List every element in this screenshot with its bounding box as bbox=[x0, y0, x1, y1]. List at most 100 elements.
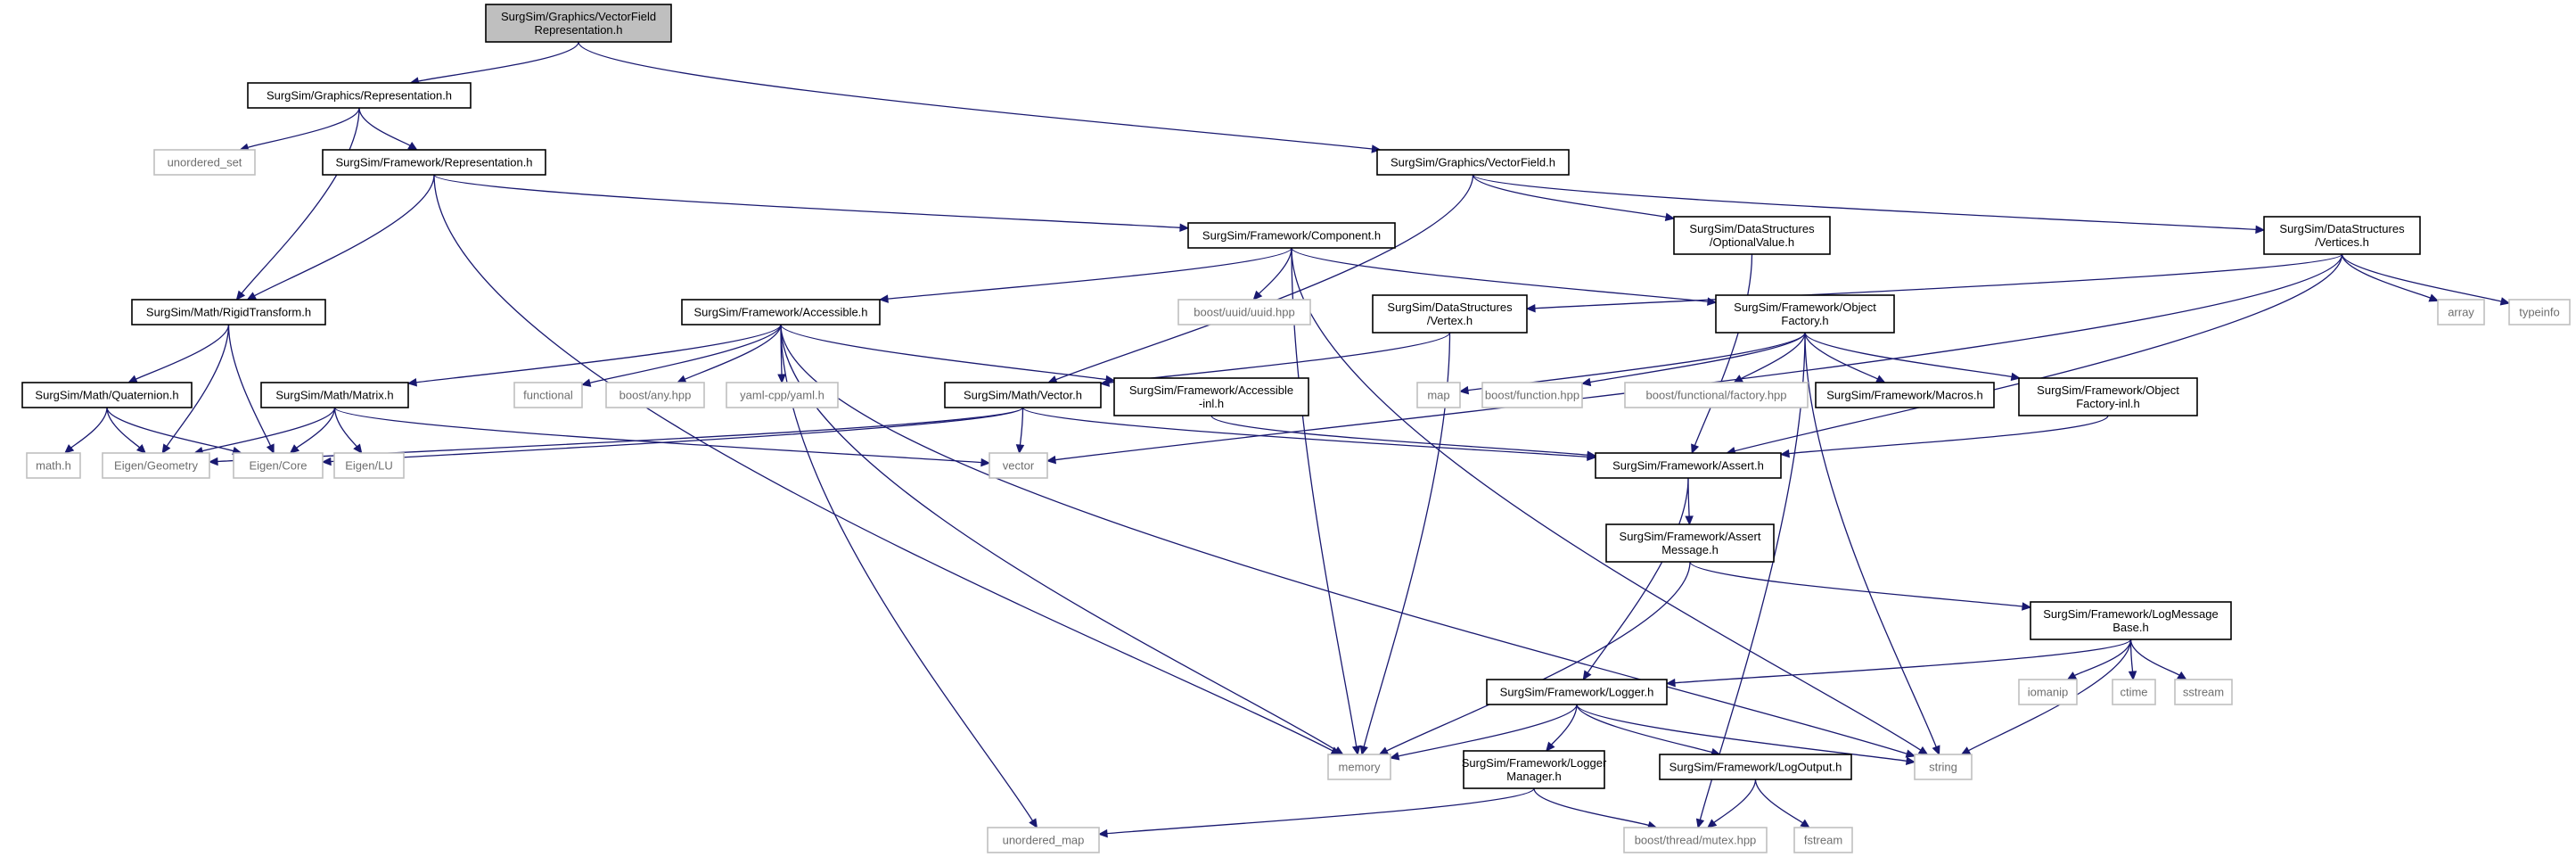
edge-accessible-to-functional bbox=[580, 324, 782, 387]
edge-objfactory-to-macros bbox=[1804, 332, 1886, 383]
node-label: SurgSim/Framework/LogMessage bbox=[2043, 607, 2219, 621]
node-label: unordered_set bbox=[168, 156, 242, 169]
node-box bbox=[1673, 216, 1831, 255]
node-label: boost/any.hpp bbox=[619, 389, 692, 402]
node-label: functional bbox=[523, 389, 573, 402]
node-label: SurgSim/DataStructures bbox=[1689, 222, 1815, 235]
node-mutex: boost/thread/mutex.hpp bbox=[1623, 827, 1768, 853]
node-assert[interactable]: SurgSim/Framework/Assert.h bbox=[1595, 452, 1782, 479]
node-vector: vector bbox=[989, 452, 1048, 479]
node-bfunction: boost/function.hpp bbox=[1481, 382, 1583, 408]
node-root[interactable]: SurgSim/Graphics/VectorFieldRepresentati… bbox=[485, 4, 672, 43]
node-label: string bbox=[1929, 761, 1957, 774]
edge-mvector-to-ecore bbox=[321, 407, 1024, 466]
node-label: boost/uuid/uuid.hpp bbox=[1194, 306, 1294, 319]
edge-rigid-to-ecore bbox=[227, 324, 275, 455]
node-gfx_vf[interactable]: SurgSim/Graphics/VectorField.h bbox=[1376, 149, 1570, 176]
node-label: SurgSim/Graphics/VectorField bbox=[501, 10, 656, 23]
edge-matrix-to-egeom bbox=[193, 407, 336, 456]
edge-fw_component-to-uuid bbox=[1252, 247, 1292, 301]
edge-logger-to-memory bbox=[1389, 704, 1578, 761]
edge-mvector-to-vector bbox=[1015, 407, 1025, 455]
node-box bbox=[2437, 299, 2485, 325]
node-box bbox=[1376, 149, 1570, 176]
node-quat[interactable]: SurgSim/Math/Quaternion.h bbox=[21, 382, 193, 408]
node-label: fstream bbox=[1804, 834, 1842, 847]
node-box bbox=[1623, 827, 1768, 853]
node-accessible[interactable]: SurgSim/Framework/Accessible.h bbox=[681, 299, 881, 325]
edge-ds_vertices-to-typeinfo bbox=[2341, 253, 2511, 306]
node-box bbox=[2263, 216, 2421, 255]
edge-assert-to-assertmsg bbox=[1685, 477, 1694, 526]
node-functional: functional bbox=[513, 382, 583, 408]
edge-mvector-to-egeom bbox=[208, 407, 1024, 466]
node-label: SurgSim/DataStructures bbox=[2279, 222, 2405, 235]
node-label: -inl.h bbox=[1199, 397, 1224, 410]
edge-matrix-to-vector bbox=[333, 407, 991, 467]
node-box bbox=[2030, 601, 2232, 640]
node-rigid[interactable]: SurgSim/Math/RigidTransform.h bbox=[131, 299, 326, 325]
node-label: SurgSim/Framework/Accessible.h bbox=[693, 306, 867, 319]
node-box bbox=[681, 299, 881, 325]
node-box bbox=[1815, 382, 1995, 408]
node-box bbox=[1177, 299, 1311, 325]
node-fw_component[interactable]: SurgSim/Framework/Component.h bbox=[1187, 222, 1396, 249]
node-label: Representation.h bbox=[534, 23, 622, 37]
edge-logger-to-loggermgr bbox=[1546, 704, 1578, 752]
node-box bbox=[1463, 750, 1605, 789]
node-label: math.h bbox=[36, 459, 71, 473]
node-any: boost/any.hpp bbox=[605, 382, 705, 408]
node-label: typeinfo bbox=[2519, 306, 2560, 319]
node-box bbox=[153, 149, 256, 176]
node-ds_vertex[interactable]: SurgSim/DataStructures/Vertex.h bbox=[1372, 294, 1528, 334]
node-label: map bbox=[1427, 389, 1449, 402]
edge-ds_vertices-to-array bbox=[2341, 253, 2440, 302]
edge-objfactory-to-string bbox=[1804, 332, 1940, 756]
node-box bbox=[2018, 377, 2198, 416]
node-gfx_repr[interactable]: SurgSim/Graphics/Representation.h bbox=[247, 82, 472, 109]
node-label: SurgSim/Framework/Component.h bbox=[1202, 229, 1381, 243]
node-label: SurgSim/Framework/Object bbox=[1734, 301, 1876, 314]
node-ds_vertices[interactable]: SurgSim/DataStructures/Vertices.h bbox=[2263, 216, 2421, 255]
edge-ds_vertices-to-assert bbox=[1726, 253, 2343, 456]
node-matrix[interactable]: SurgSim/Math/Matrix.h bbox=[260, 382, 409, 408]
node-ecore: Eigen/Core bbox=[233, 452, 324, 479]
edge-ds_vertices-to-ds_vertex bbox=[1525, 253, 2343, 313]
node-label: array bbox=[2448, 306, 2474, 319]
node-fw_repr[interactable]: SurgSim/Framework/Representation.h bbox=[322, 149, 546, 176]
node-label: SurgSim/Graphics/Representation.h bbox=[267, 89, 452, 103]
node-mvector[interactable]: SurgSim/Math/Vector.h bbox=[944, 382, 1102, 408]
node-acc_inl[interactable]: SurgSim/Framework/Accessible-inl.h bbox=[1113, 377, 1309, 416]
node-box bbox=[987, 827, 1100, 853]
edge-ds_optval-to-assert bbox=[1691, 253, 1753, 455]
edge-logoutput-to-mutex bbox=[1706, 779, 1757, 828]
edge-rigid-to-quat bbox=[127, 324, 230, 383]
node-bfactory: boost/functional/factory.hpp bbox=[1624, 382, 1809, 408]
node-box bbox=[2018, 679, 2078, 705]
node-ds_optval[interactable]: SurgSim/DataStructures/OptionalValue.h bbox=[1673, 216, 1831, 255]
node-box bbox=[605, 382, 705, 408]
node-box bbox=[2112, 679, 2156, 705]
node-box bbox=[2508, 299, 2571, 325]
node-label: memory bbox=[1339, 761, 1381, 774]
node-box bbox=[247, 82, 472, 109]
edge-rigid-to-egeom bbox=[161, 324, 230, 455]
node-label: Eigen/Core bbox=[249, 459, 307, 473]
node-logoutput[interactable]: SurgSim/Framework/LogOutput.h bbox=[1659, 754, 1852, 780]
node-yaml: yaml-cpp/yaml.h bbox=[726, 382, 839, 408]
node-logger[interactable]: SurgSim/Framework/Logger.h bbox=[1486, 679, 1668, 705]
node-label: Base.h bbox=[2112, 621, 2148, 634]
node-macros[interactable]: SurgSim/Framework/Macros.h bbox=[1815, 382, 1995, 408]
node-label: boost/functional/factory.hpp bbox=[1645, 389, 1786, 402]
node-label: Factory-inl.h bbox=[2076, 397, 2140, 410]
node-layer: SurgSim/Graphics/VectorFieldRepresentati… bbox=[21, 4, 2571, 853]
edge-fw_repr-to-rigid bbox=[246, 174, 435, 301]
node-label: boost/thread/mutex.hpp bbox=[1635, 834, 1757, 847]
node-iomanip: iomanip bbox=[2018, 679, 2078, 705]
